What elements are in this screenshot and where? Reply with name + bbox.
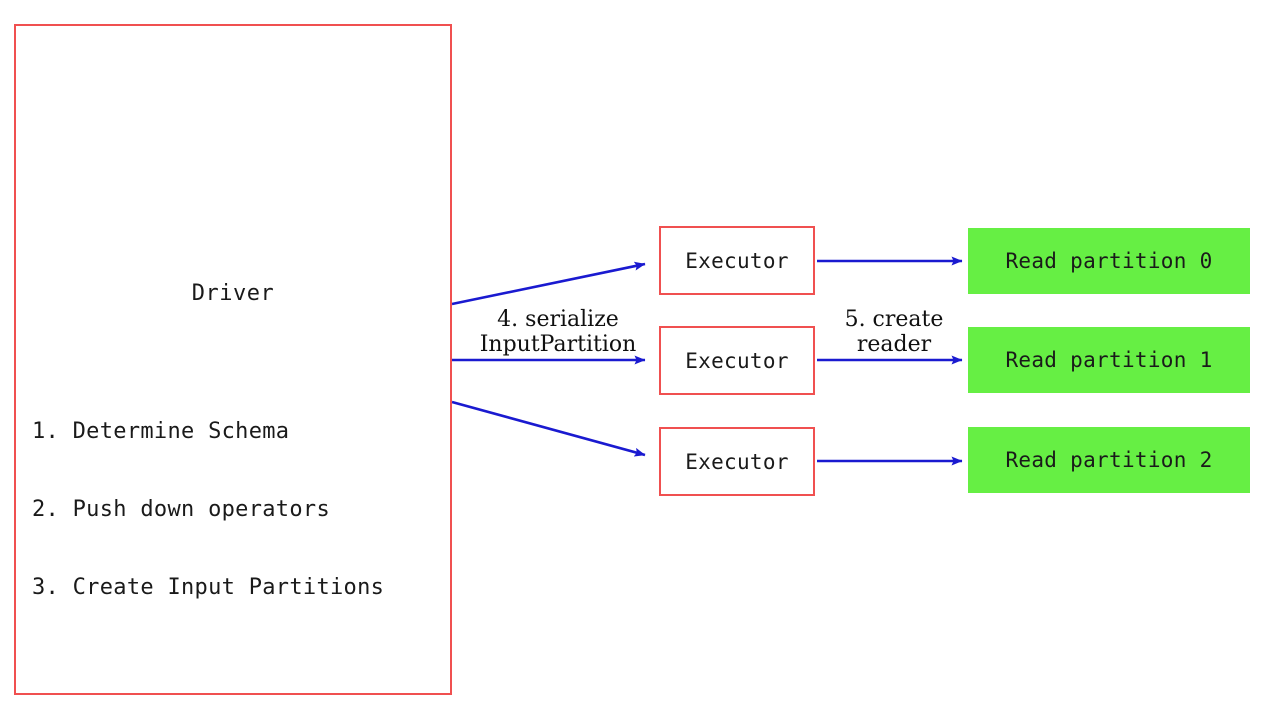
executor-box-2[interactable]: Executor bbox=[659, 326, 815, 395]
read-partition-box-2[interactable]: Read partition 2 bbox=[968, 427, 1250, 493]
edge-label-create-reader: 5. create reader bbox=[824, 307, 964, 357]
arrow-driver-to-executor-3 bbox=[451, 400, 646, 457]
driver-step-1: 1. Determine Schema bbox=[32, 419, 290, 444]
executor-box-1[interactable]: Executor bbox=[659, 226, 815, 295]
driver-step-2: 2. Push down operators bbox=[32, 497, 330, 522]
read-partition-box-0[interactable]: Read partition 0 bbox=[968, 228, 1250, 294]
edge-label-serialize: 4. serialize InputPartition bbox=[458, 307, 658, 357]
driver-steps-list: 1. Determine Schema 2. Push down operato… bbox=[32, 367, 384, 653]
edge-label-create-reader-line2: reader bbox=[856, 332, 932, 357]
edge-label-create-reader-line1: 5. create bbox=[844, 307, 944, 332]
edge-label-serialize-line1: 4. serialize bbox=[497, 307, 619, 332]
arrow-driver-to-executor-1 bbox=[451, 261, 646, 306]
driver-step-3: 3. Create Input Partitions bbox=[32, 575, 385, 600]
read-partition-box-1[interactable]: Read partition 1 bbox=[968, 327, 1250, 393]
driver-title: Driver bbox=[191, 281, 275, 306]
driver-box[interactable]: Driver 1. Determine Schema 2. Push down … bbox=[14, 24, 452, 695]
executor-box-3[interactable]: Executor bbox=[659, 427, 815, 496]
edge-label-serialize-line2: InputPartition bbox=[479, 332, 637, 357]
